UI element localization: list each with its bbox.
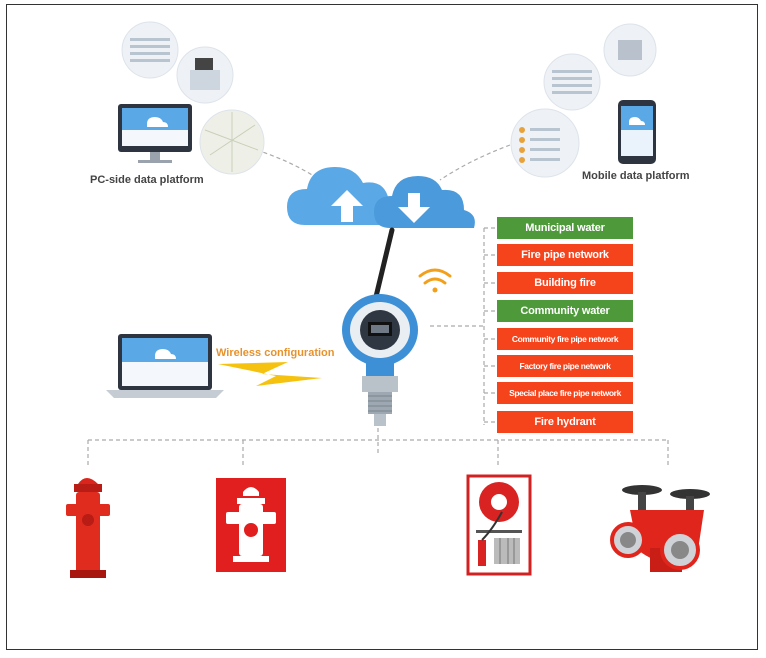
category-community-water: Community water <box>497 300 633 322</box>
category-special-place-fire-pipe-network: Special place fire pipe network <box>497 382 633 404</box>
phone-icon <box>618 100 656 164</box>
mobile-platform-label: Mobile data platform <box>582 170 690 182</box>
category-fire-pipe-network: Fire pipe network <box>497 244 633 266</box>
category-factory-fire-pipe-network: Factory fire pipe network <box>497 355 633 377</box>
cloud-download-icon <box>374 176 475 228</box>
fire-hydrant-sign-icon <box>216 478 286 572</box>
pc-monitor-icon <box>118 104 192 163</box>
category-building-fire: Building fire <box>497 272 633 294</box>
lightning-icon <box>218 362 322 386</box>
pc-platform-label: PC-side data platform <box>90 174 204 186</box>
category-fire-hydrant: Fire hydrant <box>497 411 633 433</box>
laptop-icon <box>106 334 224 398</box>
valve-hydrant-icon <box>610 485 710 572</box>
category-community-fire-pipe-network: Community fire pipe network <box>497 328 633 350</box>
antenna <box>371 227 395 308</box>
category-municipal-water: Municipal water <box>497 217 633 239</box>
fire-hydrant-icon <box>66 478 110 578</box>
fire-hose-cabinet-icon <box>466 474 532 576</box>
wireless-config-label: Wireless configuration <box>216 347 335 359</box>
mobile-bubbles <box>510 23 657 178</box>
wifi-icon <box>418 268 452 293</box>
pressure-transmitter <box>342 294 418 426</box>
pc-bubbles <box>121 21 265 175</box>
